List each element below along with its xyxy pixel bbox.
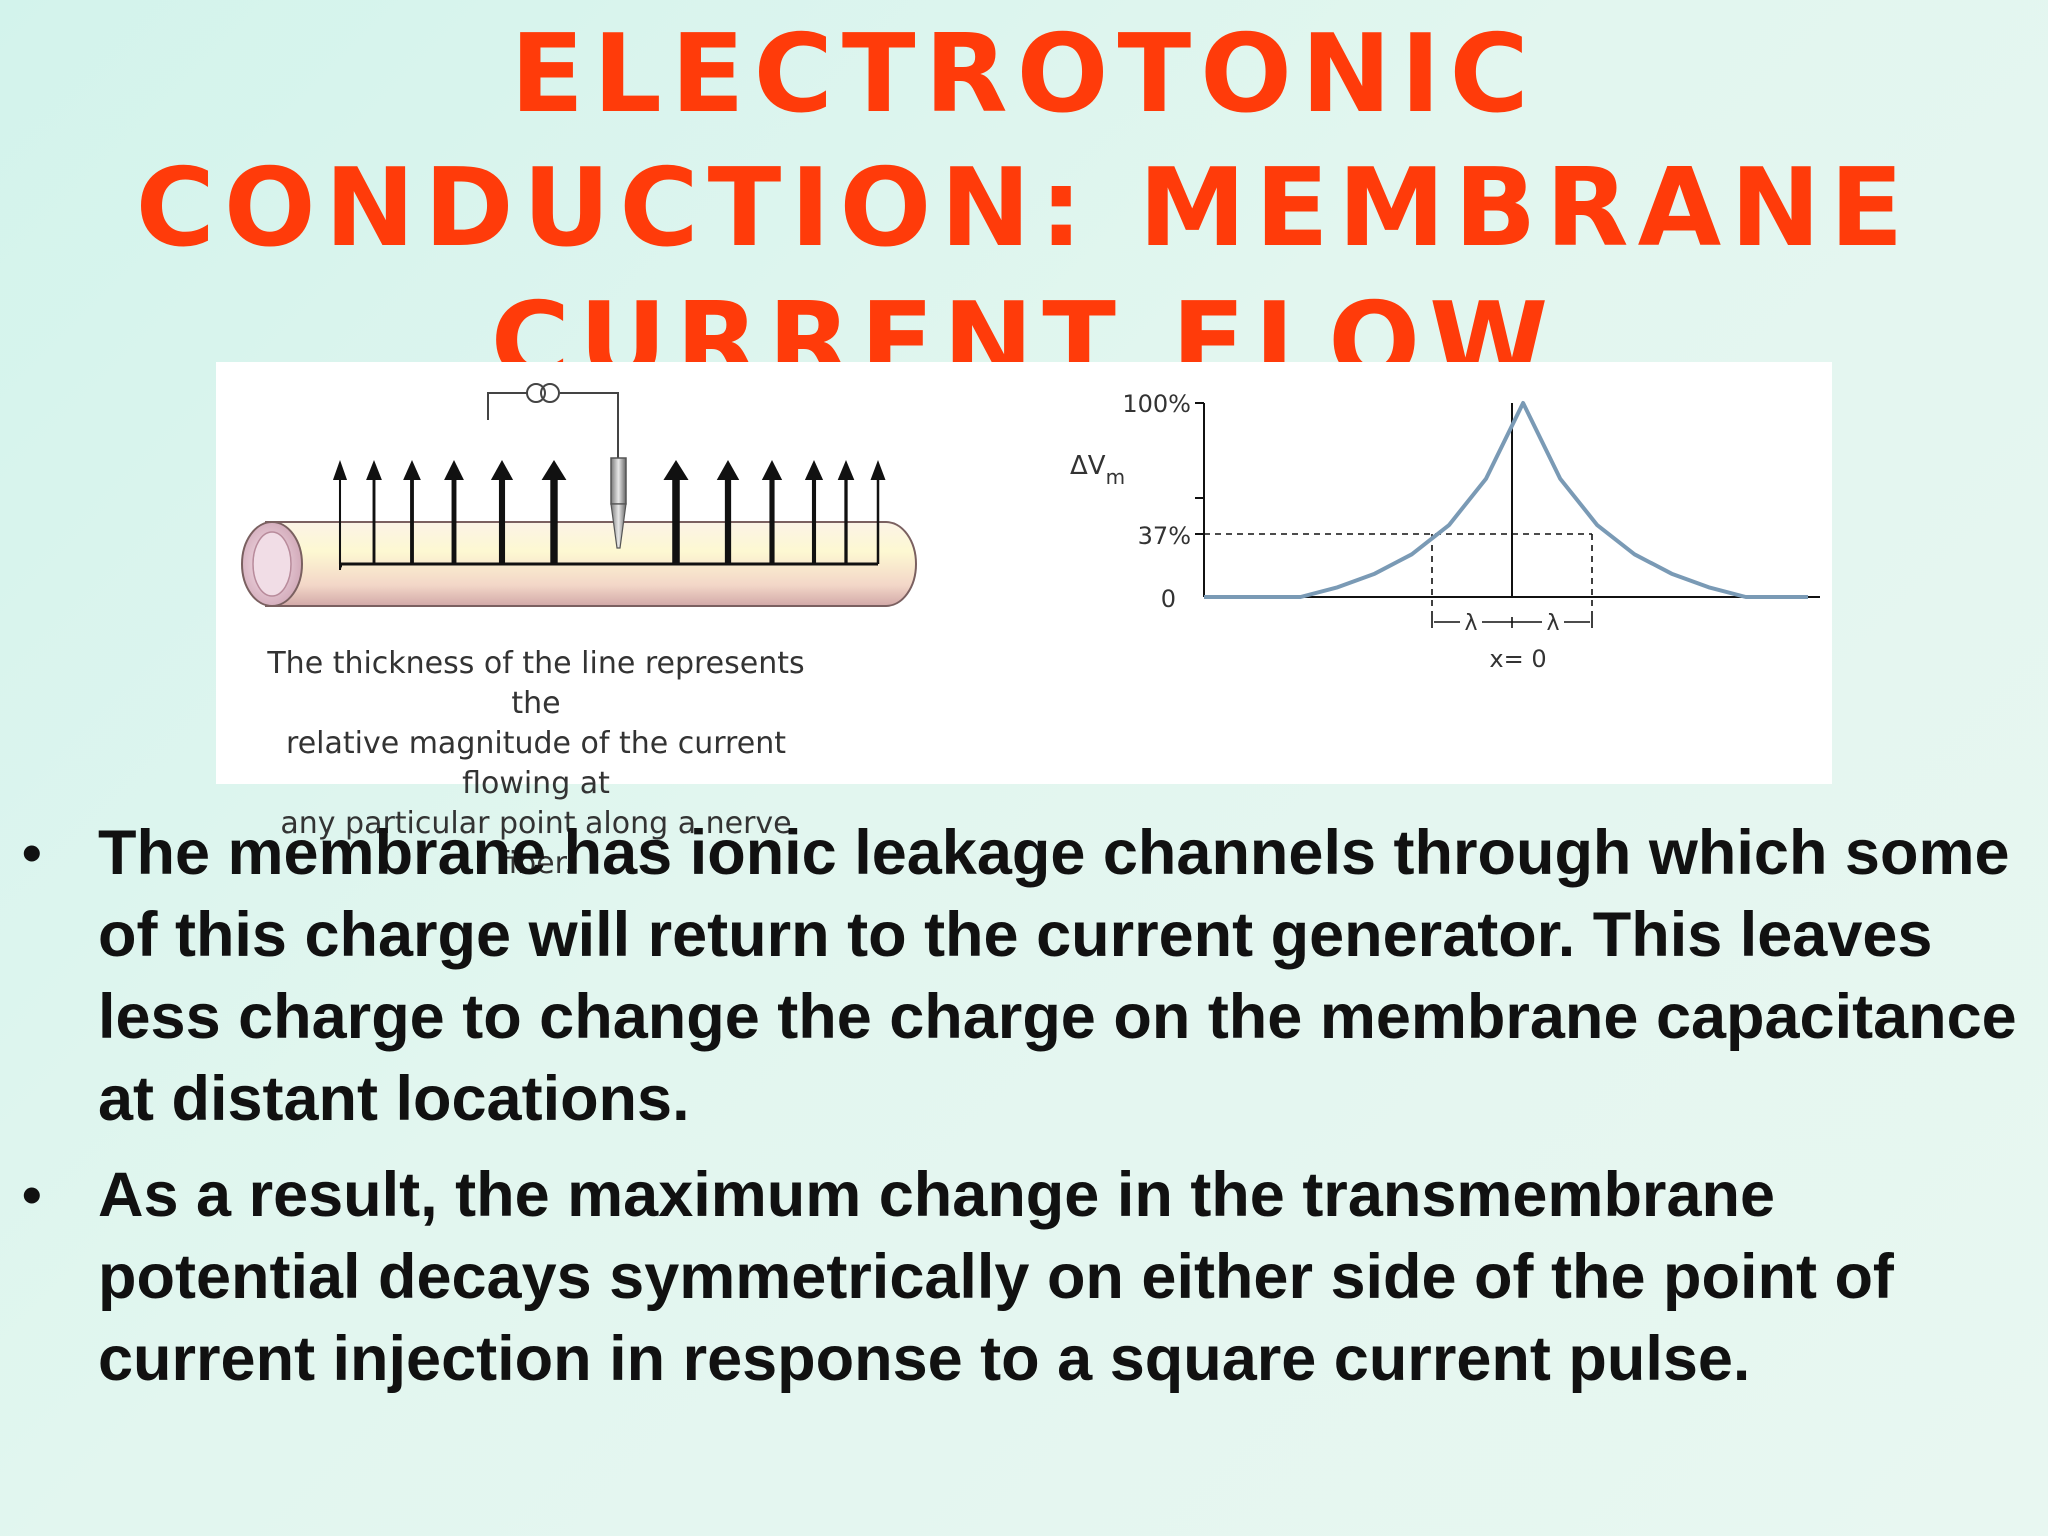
current-arrow-head (837, 460, 855, 480)
bullet-text: As a result, the maximum change in the t… (98, 1160, 1894, 1394)
length-constant-chart: 100% 37% 0 ΔVm λ λ x= 0 (1070, 390, 1820, 673)
generator-circle-right (540, 383, 560, 403)
current-arrow-head (541, 460, 567, 480)
title-line-1: ELECTROTONIC (510, 12, 1538, 137)
generator-circle-left (526, 383, 546, 403)
current-arrow-head (804, 460, 824, 480)
current-arrow-head (444, 460, 464, 480)
current-arrow-head (490, 460, 514, 480)
bullet-marker: • (22, 821, 42, 884)
bullet-text: The membrane has ionic leakage channels … (98, 818, 2017, 1134)
current-arrow-head (332, 460, 348, 480)
caption-line-1: The thickness of the line represents the (267, 646, 805, 721)
figure-svg: 100% 37% 0 ΔVm λ λ x= 0 (241, 383, 1820, 673)
y-tick-label-0: 0 (1161, 585, 1176, 613)
lambda-left-label: λ (1464, 611, 1477, 636)
bullet-list: • The membrane has ionic leakage channel… (0, 812, 2048, 1414)
current-arrow-head (716, 460, 740, 480)
current-generator (487, 383, 619, 458)
bullet-item: • The membrane has ionic leakage channel… (0, 812, 2048, 1140)
origin-label: x= 0 (1489, 645, 1546, 673)
current-arrow-head (870, 460, 886, 480)
y-axis-label-sub: m (1106, 465, 1125, 489)
potential-decay-curve (1204, 401, 1808, 599)
bullet-item: • As a result, the maximum change in the… (0, 1154, 2048, 1400)
title-line-2: CONDUCTION: MEMBRANE (135, 146, 1913, 271)
caption-line-2: relative magnitude of the current flowin… (286, 726, 786, 801)
y-tick-label-100: 100% (1122, 390, 1191, 418)
lambda-right-label: λ (1546, 611, 1559, 636)
current-flow-lines (339, 562, 343, 571)
figure-caption: The thickness of the line represents the… (246, 644, 826, 884)
current-arrow-head (761, 460, 783, 480)
caption-line-3: any particular point along a nerve fiber… (280, 806, 792, 881)
electrode (610, 457, 627, 549)
y-axis-label: ΔVm (1070, 451, 1125, 489)
y-axis-label-main: ΔV (1070, 451, 1106, 481)
current-flow-arrows (332, 460, 886, 566)
axon-lumen (252, 531, 292, 597)
current-arrow-head (403, 460, 421, 480)
slide-title: ELECTROTONIC CONDUCTION: MEMBRANE CURREN… (0, 8, 2048, 410)
y-tick-label-37: 37% (1138, 522, 1191, 550)
current-arrow-head (663, 460, 689, 480)
bullet-marker: • (22, 1163, 42, 1226)
lambda-brackets (1431, 617, 1593, 628)
figure-panel: 100% 37% 0 ΔVm λ λ x= 0 (216, 362, 1832, 881)
current-arrow-head (366, 460, 382, 480)
